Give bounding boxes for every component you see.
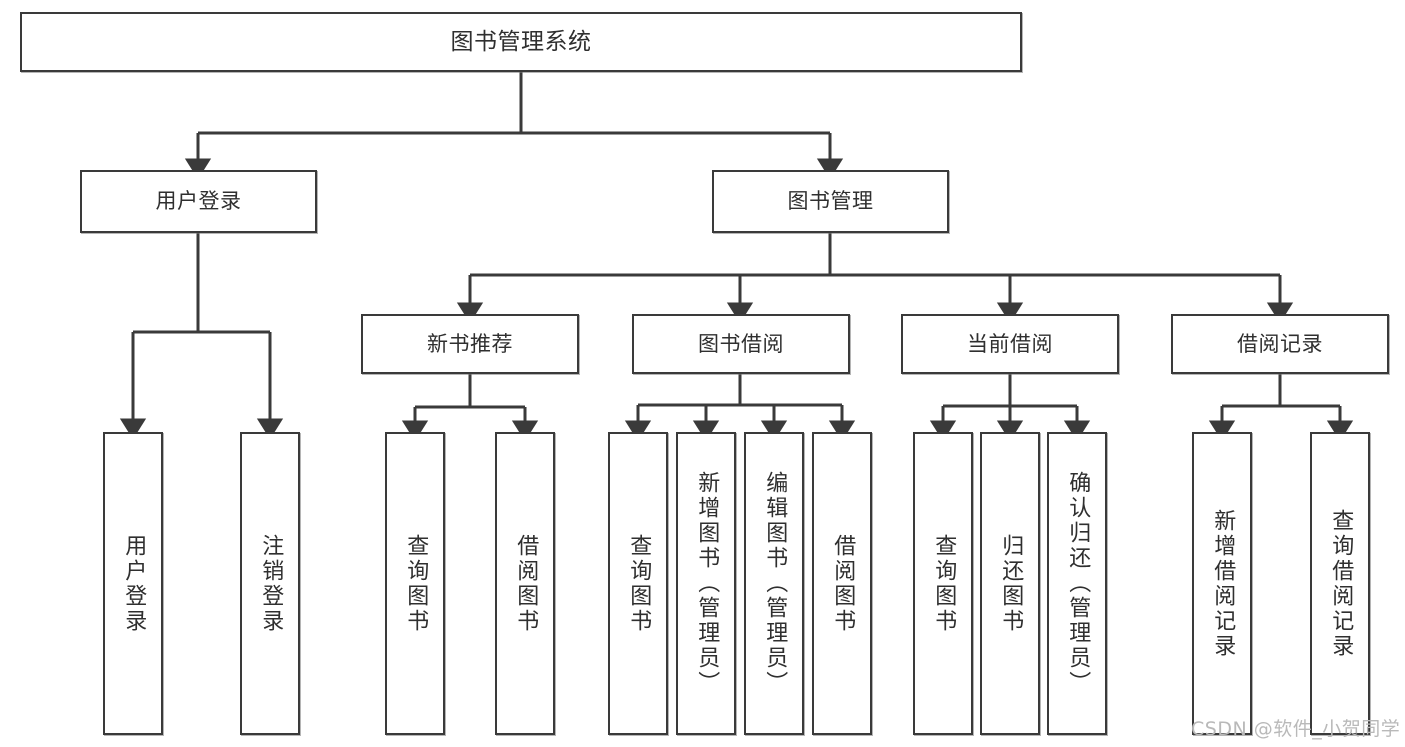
node-borrow-record[interactable]: 借阅记录 <box>1171 314 1389 374</box>
node-label: 归还图书 <box>998 533 1024 634</box>
node-label: 编辑图书（管理员） <box>762 471 788 696</box>
node-label: 新书推荐 <box>427 331 513 356</box>
leaf-query-record[interactable]: 查询借阅记录 <box>1310 432 1370 735</box>
node-current-borrow[interactable]: 当前借阅 <box>901 314 1119 374</box>
leaf-query-book-1[interactable]: 查询图书 <box>385 432 445 735</box>
node-user-login[interactable]: 用户登录 <box>80 170 317 233</box>
node-label: 查询图书 <box>403 533 429 634</box>
node-label: 新增借阅记录 <box>1210 508 1236 659</box>
node-book-borrow[interactable]: 图书借阅 <box>632 314 850 374</box>
leaf-add-record[interactable]: 新增借阅记录 <box>1192 432 1252 735</box>
node-label: 借阅图书 <box>830 533 856 634</box>
node-label: 借阅图书 <box>513 533 539 634</box>
node-book-management[interactable]: 图书管理 <box>712 170 949 233</box>
node-label: 注销登录 <box>258 533 284 634</box>
leaf-return-book[interactable]: 归还图书 <box>980 432 1040 735</box>
node-new-book-recommend[interactable]: 新书推荐 <box>361 314 579 374</box>
leaf-logout-login[interactable]: 注销登录 <box>240 432 300 735</box>
node-root-system[interactable]: 图书管理系统 <box>20 12 1022 72</box>
leaf-borrow-book-1[interactable]: 借阅图书 <box>495 432 555 735</box>
node-label: 确认归还（管理员） <box>1065 471 1091 696</box>
node-label: 图书管理系统 <box>450 28 592 55</box>
node-label: 用户登录 <box>155 189 242 214</box>
leaf-query-book-3[interactable]: 查询图书 <box>913 432 973 735</box>
leaf-borrow-book-2[interactable]: 借阅图书 <box>812 432 872 735</box>
node-label: 查询图书 <box>626 533 652 634</box>
node-label: 借阅记录 <box>1237 331 1323 356</box>
node-label: 图书借阅 <box>698 331 784 356</box>
leaf-confirm-return[interactable]: 确认归还（管理员） <box>1047 432 1107 735</box>
leaf-add-book[interactable]: 新增图书（管理员） <box>676 432 736 735</box>
leaf-query-book-2[interactable]: 查询图书 <box>608 432 668 735</box>
csdn-watermark: CSDN @软件_小贺同学 <box>1191 718 1401 740</box>
node-label: 新增图书（管理员） <box>694 471 720 696</box>
leaf-user-login[interactable]: 用户登录 <box>103 432 163 735</box>
node-label: 用户登录 <box>121 533 147 634</box>
node-label: 当前借阅 <box>967 331 1053 356</box>
node-label: 查询图书 <box>931 533 957 634</box>
node-label: 图书管理 <box>787 189 874 214</box>
leaf-edit-book[interactable]: 编辑图书（管理员） <box>744 432 804 735</box>
node-label: 查询借阅记录 <box>1328 508 1354 659</box>
